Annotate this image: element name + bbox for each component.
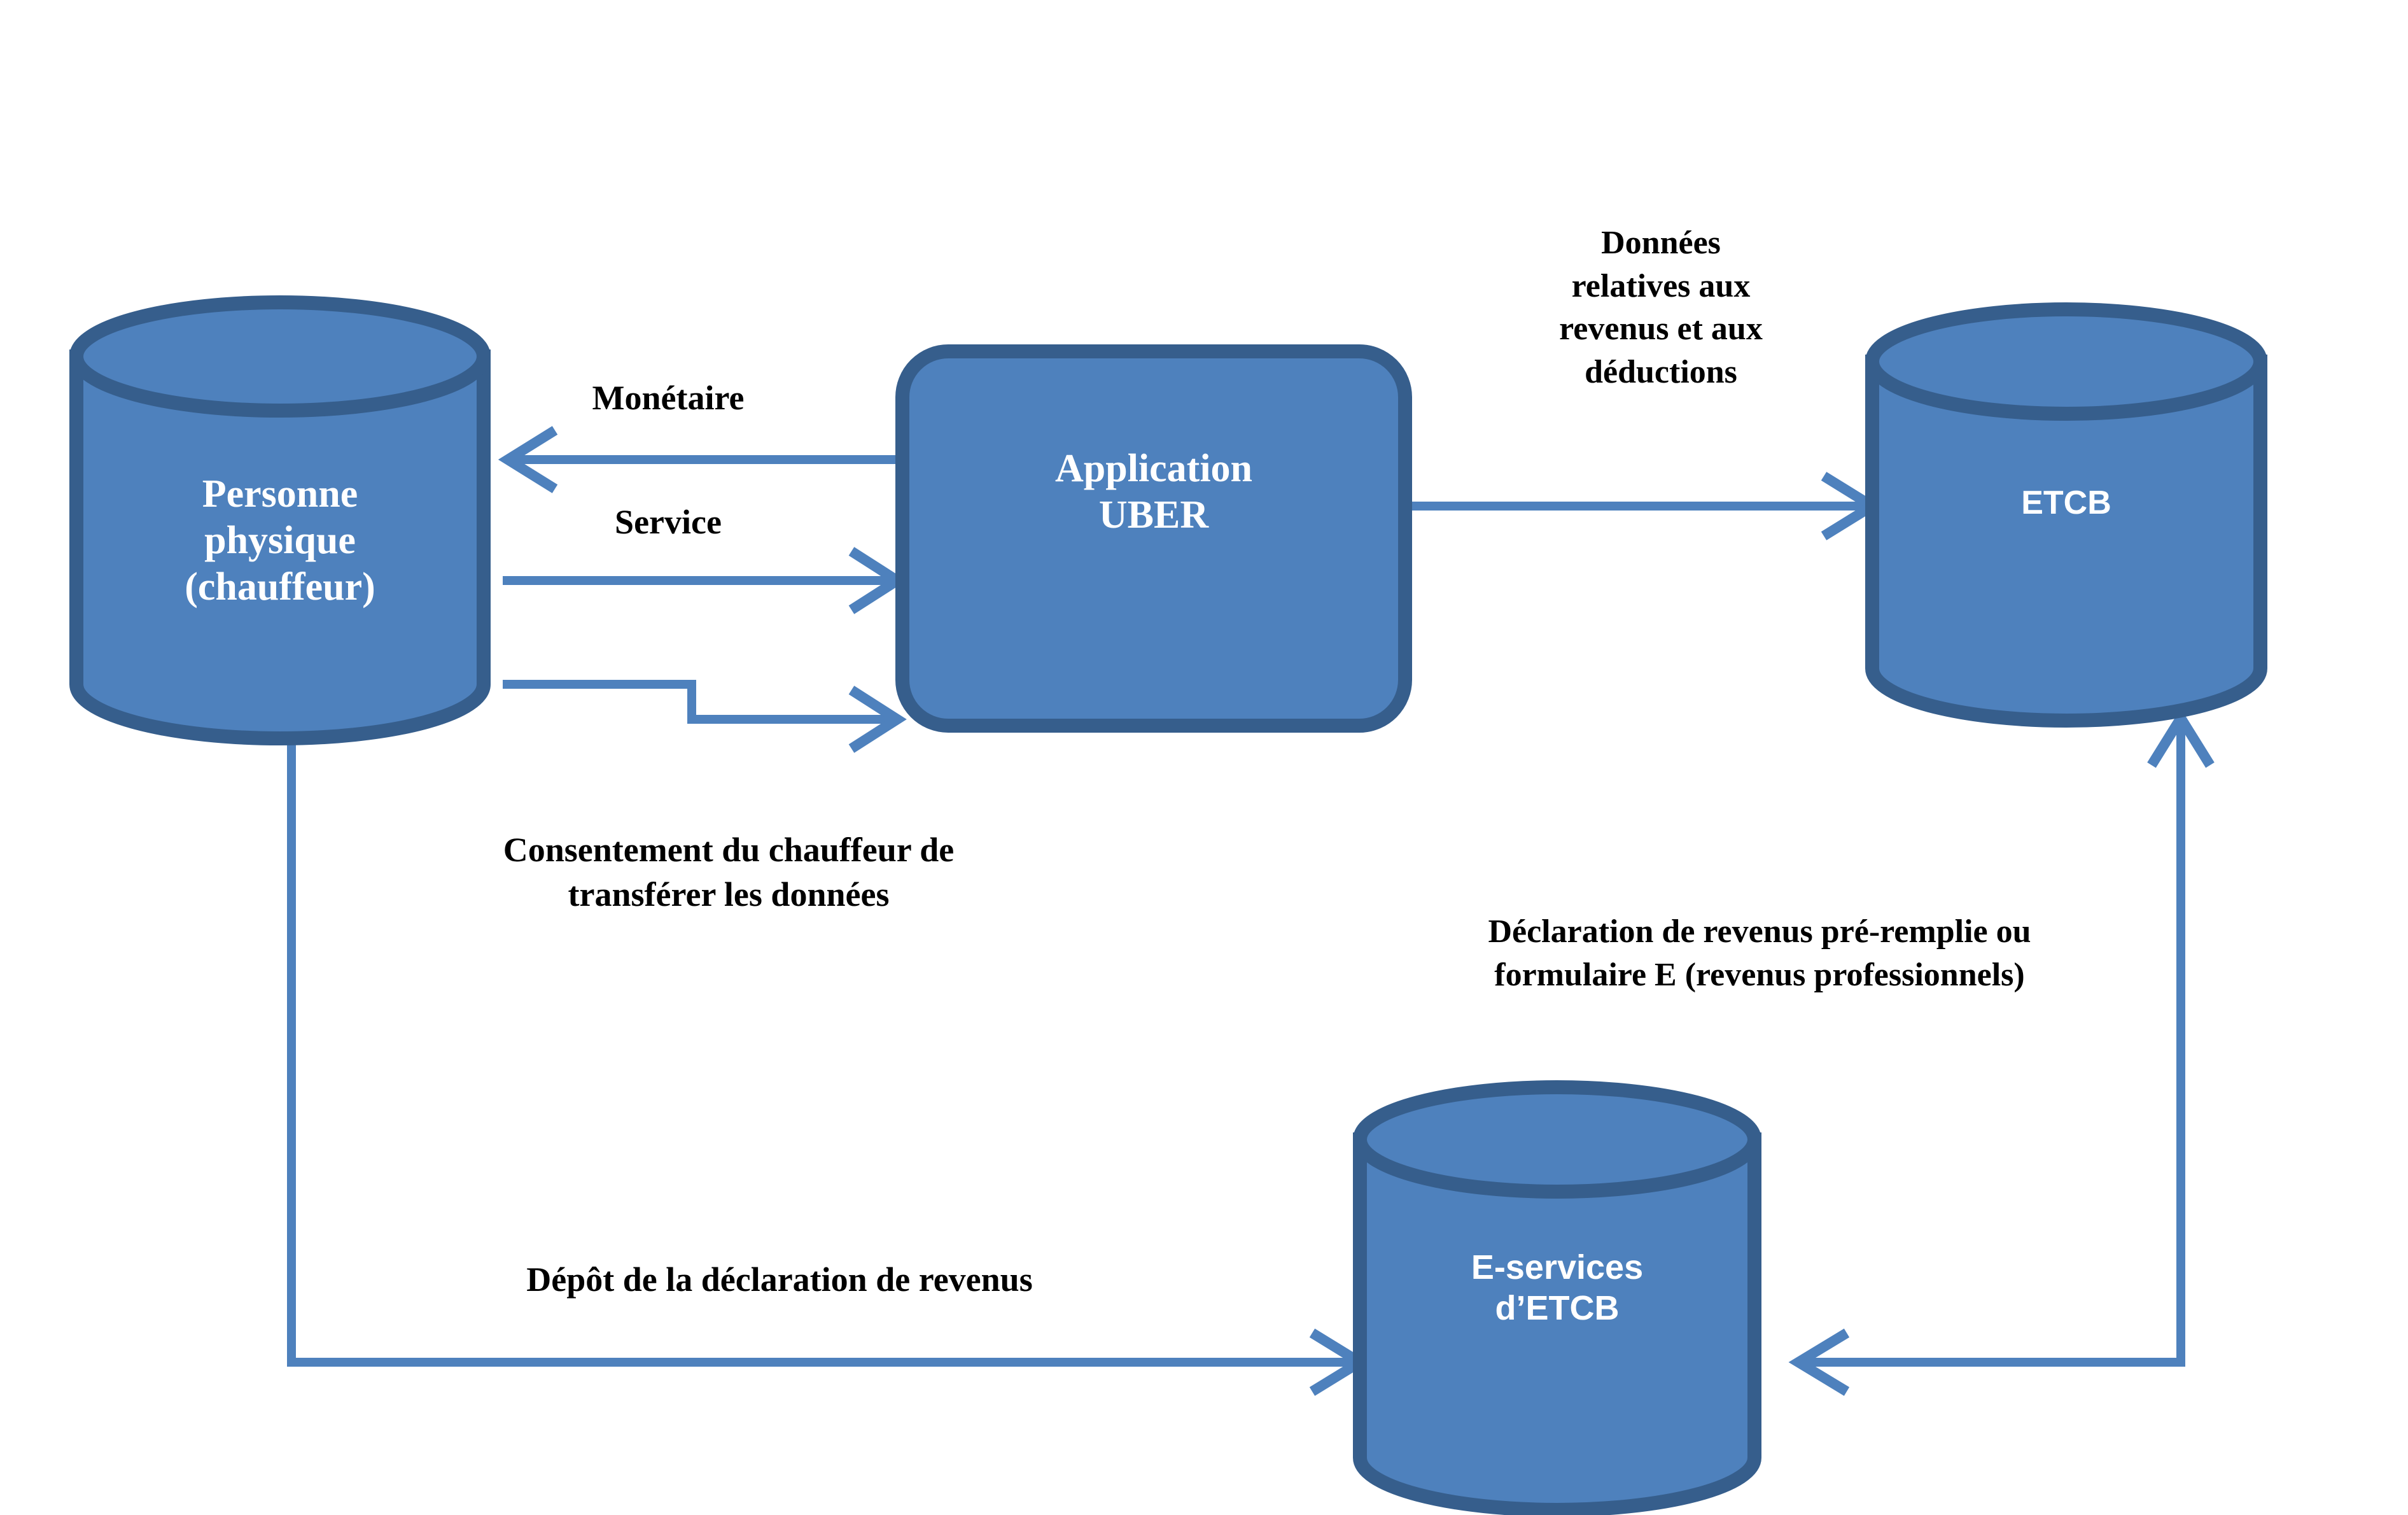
edge-declaration-preremplie [1788, 708, 2215, 1396]
edge-donnees-revenus [1408, 472, 1882, 540]
edge-consentement-step [503, 680, 907, 753]
node-personne-physique[interactable] [69, 295, 491, 745]
edge-monetaire [498, 426, 902, 493]
node-application-uber[interactable] [895, 344, 1412, 733]
node-eservices-etcb[interactable] [1353, 1080, 1761, 1515]
node-etcb[interactable] [1865, 302, 2267, 728]
edge-service [503, 547, 907, 614]
edge-depot-declaration [287, 722, 1370, 1396]
